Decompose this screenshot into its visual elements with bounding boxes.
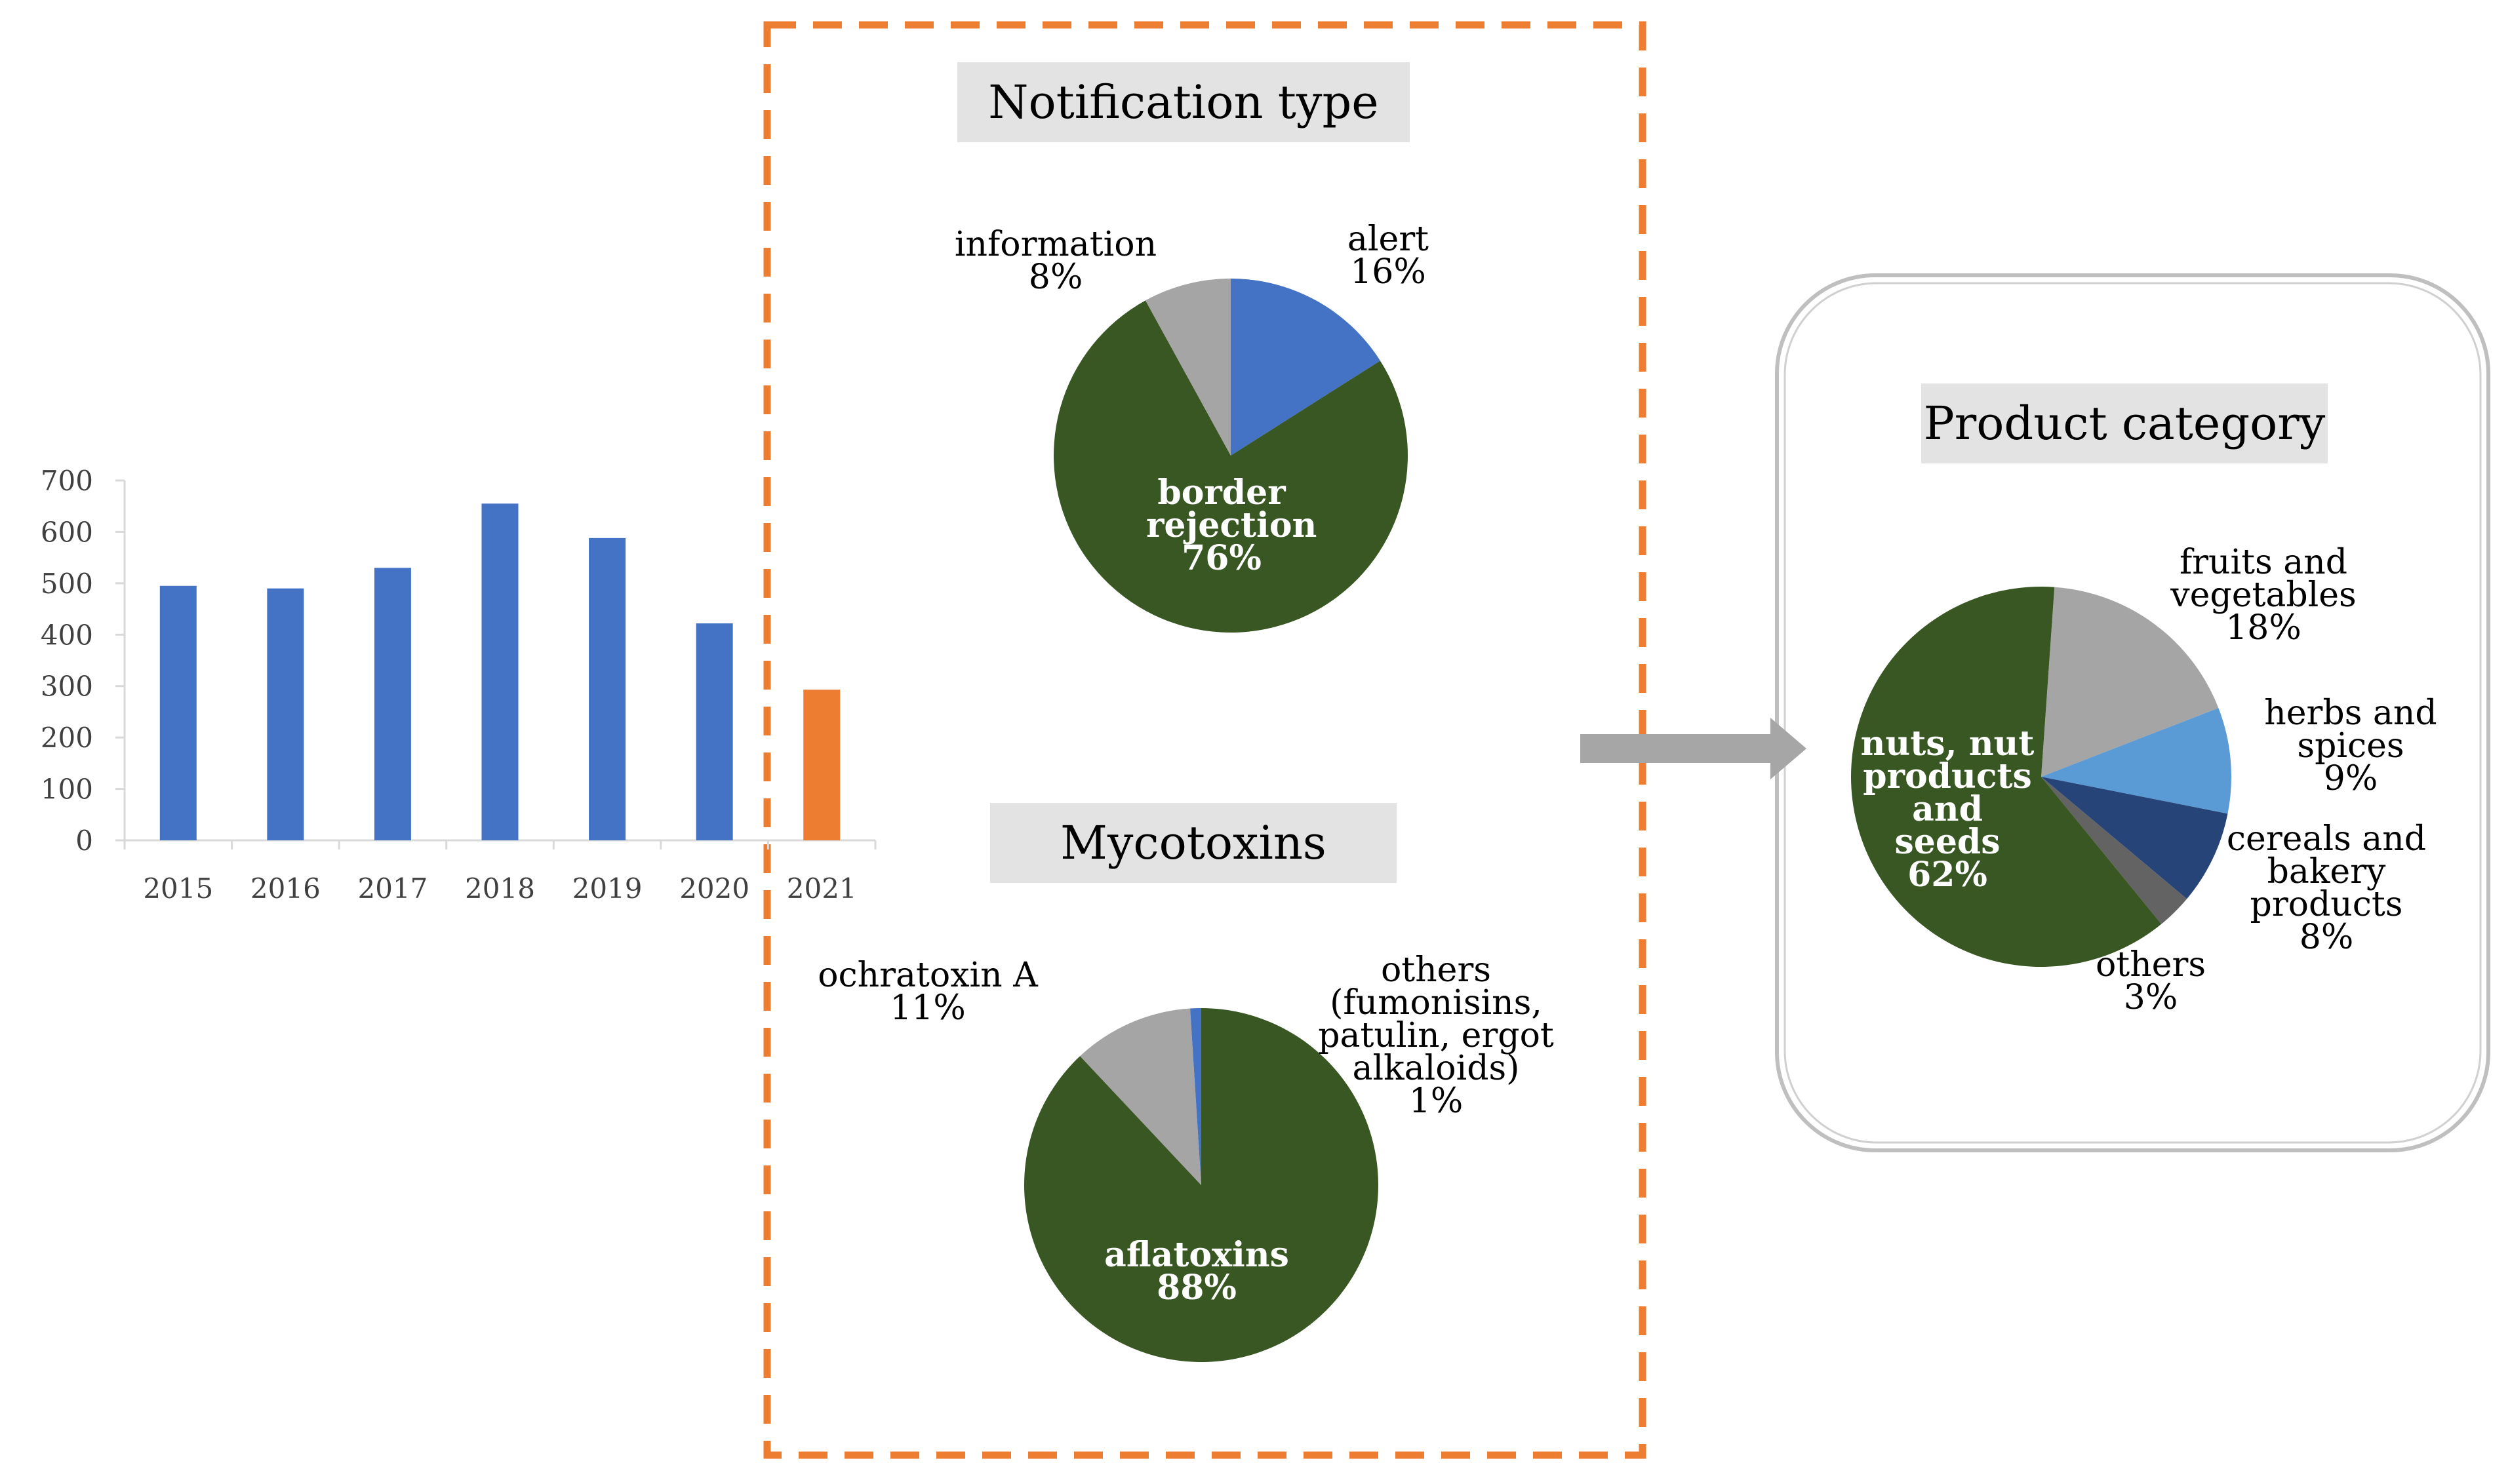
x-tick-label: 2021 bbox=[787, 872, 857, 905]
slice-pct: 9% bbox=[2323, 759, 2378, 798]
slice-name: alert bbox=[1347, 220, 1429, 259]
slice-label-alert: alert 16% bbox=[1347, 220, 1429, 292]
y-tick-label: 200 bbox=[41, 722, 93, 754]
slice-name: fruits and vegetables bbox=[2170, 543, 2357, 615]
x-tick-label: 2020 bbox=[679, 872, 749, 905]
y-tick-label: 600 bbox=[41, 516, 93, 548]
bar-2020 bbox=[696, 623, 733, 840]
bar-2018 bbox=[481, 503, 519, 840]
bar-2016 bbox=[267, 588, 304, 840]
slice-label-border-rejection: border rejection 76% bbox=[1146, 473, 1317, 578]
arrow-shape bbox=[1580, 718, 1806, 779]
x-tick-label: 2019 bbox=[572, 872, 643, 905]
y-tick-label: 500 bbox=[41, 568, 93, 600]
pie-slice bbox=[1080, 1008, 1201, 1185]
slice-pct: 3% bbox=[2123, 978, 2178, 1017]
y-tick-label: 700 bbox=[41, 465, 93, 497]
slice-pct: 88% bbox=[1157, 1268, 1237, 1308]
slice-label-nuts-seeds: nuts, nut products and seeds 62% bbox=[1859, 724, 2036, 895]
slice-pct: 16% bbox=[1350, 252, 1426, 292]
y-tick-label: 100 bbox=[41, 773, 93, 806]
pie-product-category bbox=[1850, 587, 2232, 967]
slice-name: information bbox=[954, 225, 1157, 264]
slice-name: border rejection bbox=[1146, 473, 1317, 545]
slice-name: nuts, nut products and seeds bbox=[1860, 724, 2035, 862]
y-tick-label: 0 bbox=[75, 825, 93, 857]
pie-mycotoxins bbox=[1024, 1008, 1378, 1362]
slice-pct: 11% bbox=[890, 988, 966, 1028]
x-tick-label: 2018 bbox=[465, 872, 535, 905]
dashed-frame bbox=[763, 21, 1646, 1459]
slice-name: others bbox=[2095, 945, 2206, 985]
pie-slice bbox=[1850, 587, 2162, 967]
slice-label-cereals-bakery: cereals and bakery products 8% bbox=[2221, 819, 2431, 957]
slice-name: others (fumonisins, patulin, ergot alkal… bbox=[1318, 950, 1554, 1088]
pie-slice bbox=[1054, 300, 1408, 633]
slice-name: aflatoxins bbox=[1104, 1235, 1289, 1275]
bar-chart: 0 100 200 300 400 500 600 700 2015 2016 2017 2018 20… bbox=[41, 465, 877, 905]
slice-pct: 76% bbox=[1182, 538, 1262, 578]
slice-pct: 8% bbox=[2299, 918, 2354, 957]
rounded-frame-outer bbox=[1775, 273, 2490, 1152]
pie-slice bbox=[2041, 587, 2219, 777]
y-tick-label: 300 bbox=[41, 671, 93, 703]
pie-slice bbox=[2041, 777, 2228, 899]
slice-label-fruits-vegetables: fruits and vegetables 18% bbox=[2165, 543, 2362, 648]
bar-2021 bbox=[803, 690, 841, 840]
slice-name: ochratoxin A bbox=[818, 956, 1038, 995]
pie-slice bbox=[1231, 279, 1380, 456]
slice-name: herbs and spices bbox=[2264, 693, 2437, 766]
bar-2019 bbox=[589, 537, 626, 840]
slice-label-ochratoxin: ochratoxin A 11% bbox=[818, 956, 1038, 1028]
mycotoxins-title: Mycotoxins bbox=[990, 803, 1397, 883]
slice-pct: 1% bbox=[1408, 1082, 1464, 1121]
pie-notification-type bbox=[1054, 279, 1408, 633]
pie-slice bbox=[2041, 708, 2232, 814]
slice-label-herbs-spices: herbs and spices 9% bbox=[2259, 693, 2442, 798]
slice-pct: 8% bbox=[1028, 258, 1083, 297]
bar-2015 bbox=[159, 585, 197, 840]
y-tick-label: 400 bbox=[41, 619, 93, 651]
slice-pct: 62% bbox=[1907, 855, 1987, 895]
x-tick-label: 2017 bbox=[357, 872, 428, 905]
slice-pct: 18% bbox=[2225, 608, 2301, 648]
rounded-frame-inner bbox=[1783, 282, 2482, 1144]
pie-slice bbox=[1145, 279, 1231, 456]
x-tick-label: 2016 bbox=[250, 872, 321, 905]
pie-slice bbox=[1190, 1008, 1201, 1185]
pie-slice bbox=[2041, 777, 2187, 924]
slice-name: cereals and bakery products bbox=[2226, 819, 2427, 924]
x-tick-label: 2015 bbox=[143, 872, 213, 905]
slice-label-others-products: others 3% bbox=[2095, 945, 2206, 1017]
slice-label-others-mycotoxins: others (fumonisins, patulin, ergot alkal… bbox=[1272, 950, 1600, 1121]
bar-2017 bbox=[374, 568, 411, 840]
slice-label-aflatoxins: aflatoxins 88% bbox=[1104, 1235, 1289, 1308]
pie-slice bbox=[1024, 1008, 1378, 1362]
notification-type-title: Notification type bbox=[957, 62, 1410, 142]
product-category-title: Product category bbox=[1921, 383, 2328, 463]
slice-label-information: information 8% bbox=[954, 225, 1157, 297]
